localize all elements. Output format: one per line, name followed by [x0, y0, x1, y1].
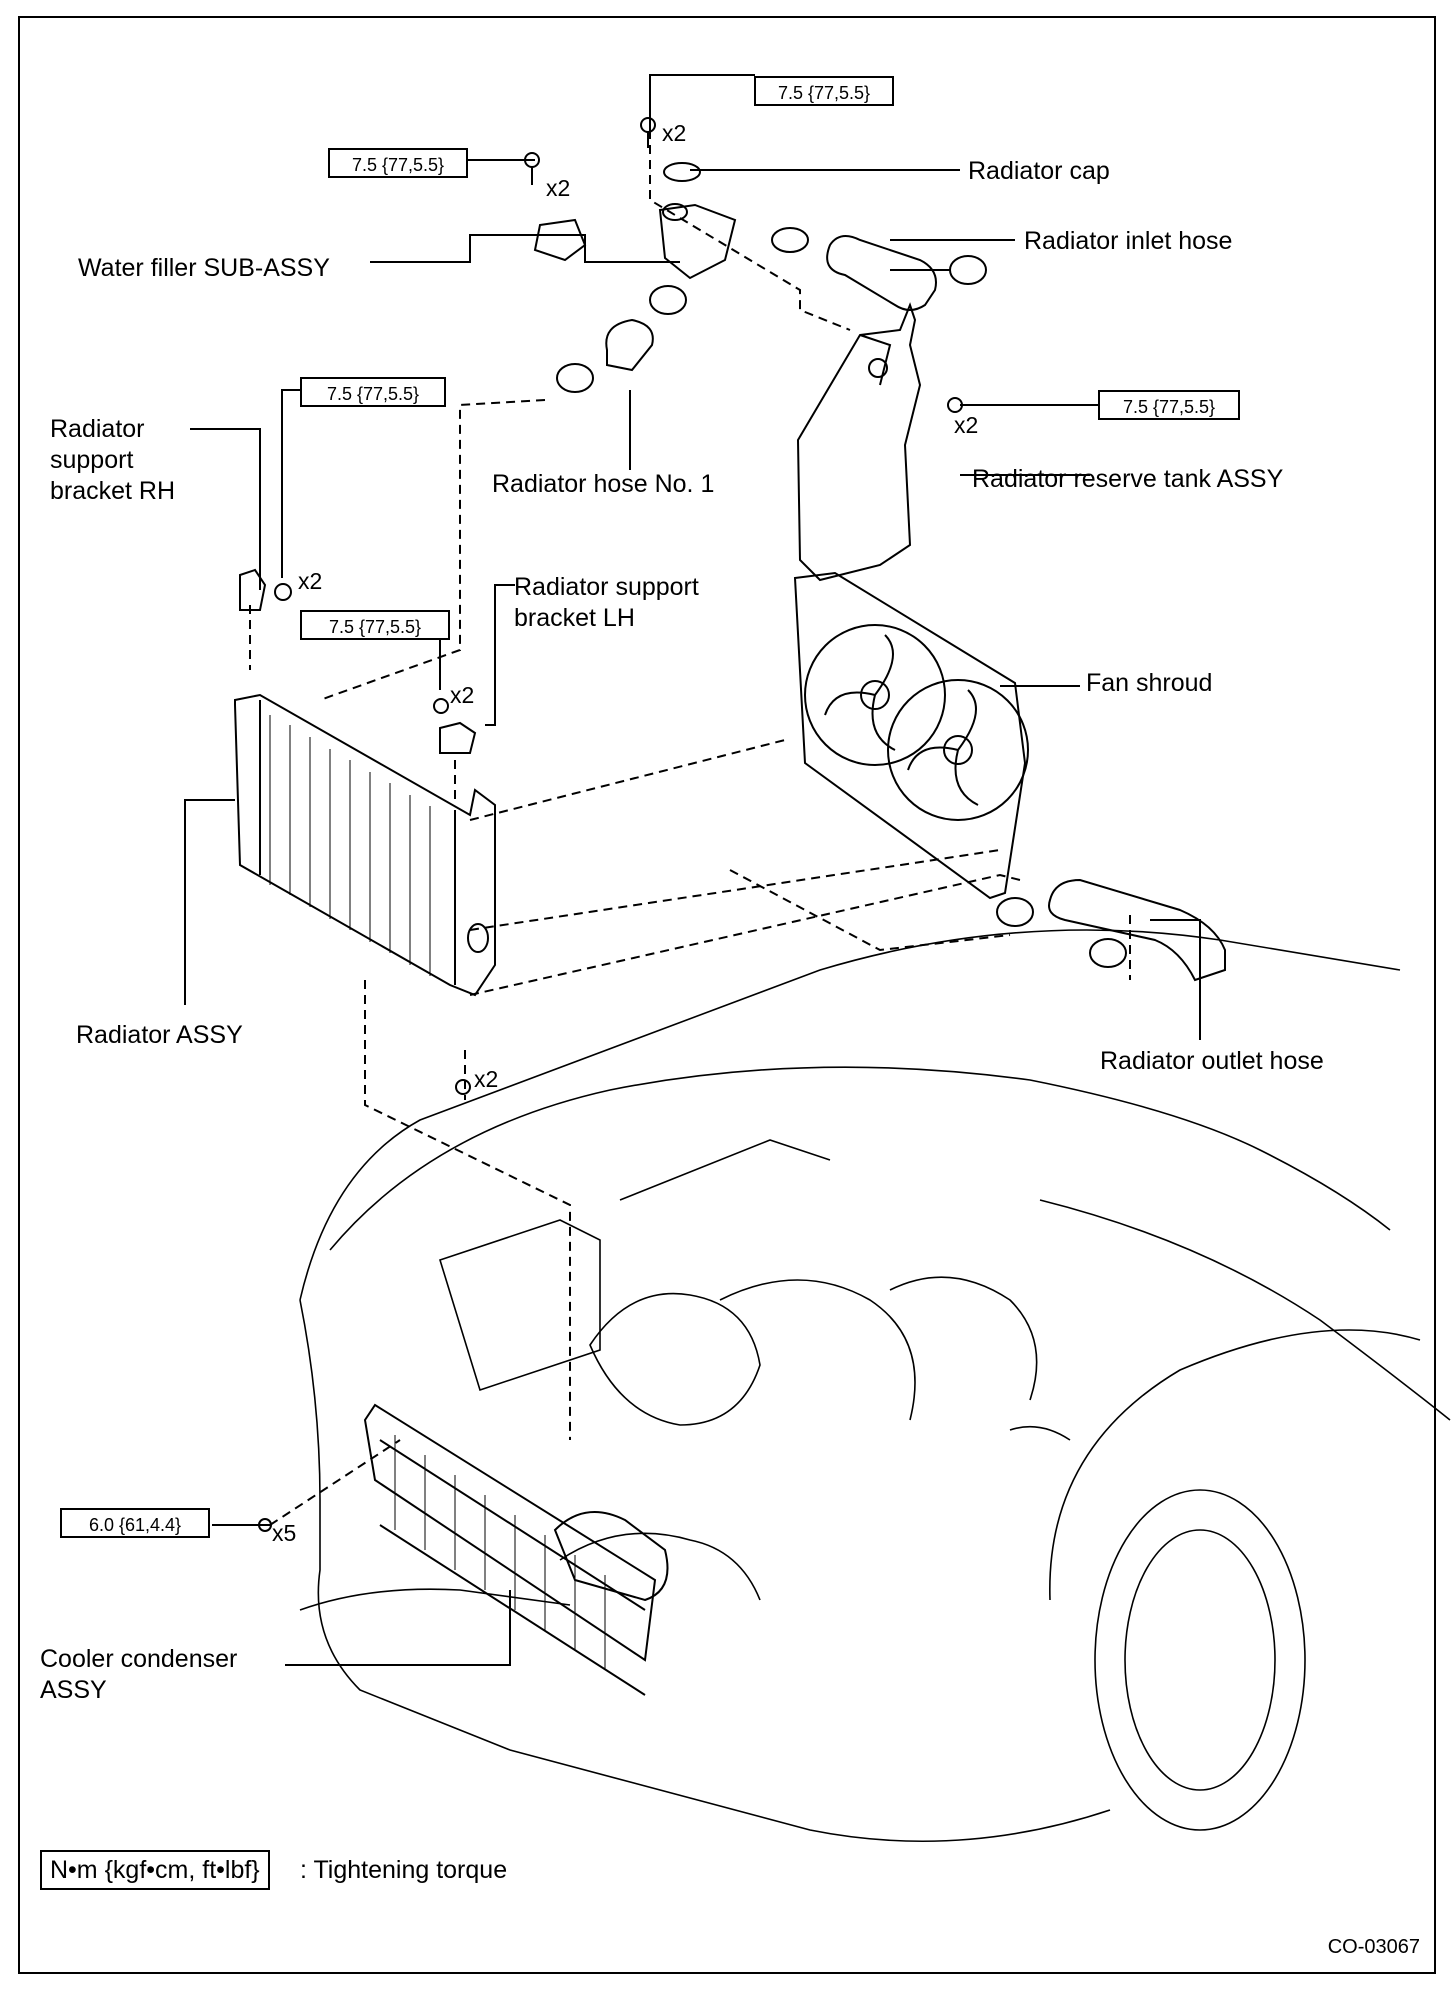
guide-lines	[249, 130, 1131, 1526]
radiator-reserve-tank-part	[796, 302, 922, 582]
qty-water-filler-left: x2	[546, 175, 571, 201]
bracket-parts	[239, 117, 963, 1532]
vehicle-body-outline	[299, 929, 1451, 1843]
figure-frame	[18, 16, 1436, 1974]
label-radiator-support-bracket-lh: Radiator support bracket LH	[514, 573, 699, 632]
qty-bracket-lh: x2	[450, 682, 475, 708]
radiator-outlet-hose-part	[996, 878, 1226, 982]
label-water-filler: Water filler SUB-ASSY	[78, 254, 330, 282]
legend-unit-box: N•m {kgf•cm, ft•lbf}	[40, 1850, 270, 1890]
leader-lines	[184, 74, 1201, 1666]
label-radiator-cap: Radiator cap	[968, 157, 1110, 185]
radiator-hose-no1-part	[556, 285, 687, 393]
fan-shroud-part	[793, 571, 1029, 900]
radiator-assy-part	[234, 693, 496, 997]
qty-water-filler-top: x2	[662, 120, 687, 146]
torque-water-filler-left: 7.5 {77,5.5}	[328, 148, 468, 178]
torque-reserve-tank: 7.5 {77,5.5}	[1098, 390, 1240, 420]
label-radiator-inlet-hose: Radiator inlet hose	[1024, 227, 1233, 255]
qty-radiator-bottom: x2	[474, 1066, 499, 1092]
label-radiator-outlet-hose: Radiator outlet hose	[1100, 1047, 1324, 1075]
label-radiator-assy: Radiator ASSY	[76, 1021, 243, 1049]
radiator-cap-part	[663, 162, 701, 182]
label-radiator-reserve-tank: Radiator reserve tank ASSY	[972, 465, 1284, 493]
water-filler-part	[533, 203, 737, 280]
cooler-condenser-part	[363, 1403, 669, 1696]
radiator-inlet-hose-part	[771, 227, 987, 311]
label-fan-shroud: Fan shroud	[1086, 669, 1213, 697]
torque-water-filler-top: 7.5 {77,5.5}	[754, 76, 894, 106]
figure-code: CO-03067	[1327, 1936, 1420, 1958]
qty-reserve-tank: x2	[954, 412, 979, 438]
torque-bracket-rh: 7.5 {77,5.5}	[300, 377, 446, 407]
label-cooler-condenser: Cooler condenser ASSY	[40, 1645, 238, 1704]
qty-condenser: x5	[272, 1520, 297, 1546]
label-radiator-hose-no1: Radiator hose No. 1	[492, 470, 715, 498]
legend-text: : Tightening torque	[300, 1856, 508, 1884]
qty-bracket-rh: x2	[298, 568, 323, 594]
label-radiator-support-bracket-rh: Radiator support bracket RH	[50, 415, 176, 505]
torque-condenser: 6.0 {61,4.4}	[60, 1508, 210, 1538]
torque-bracket-lh: 7.5 {77,5.5}	[300, 610, 450, 640]
